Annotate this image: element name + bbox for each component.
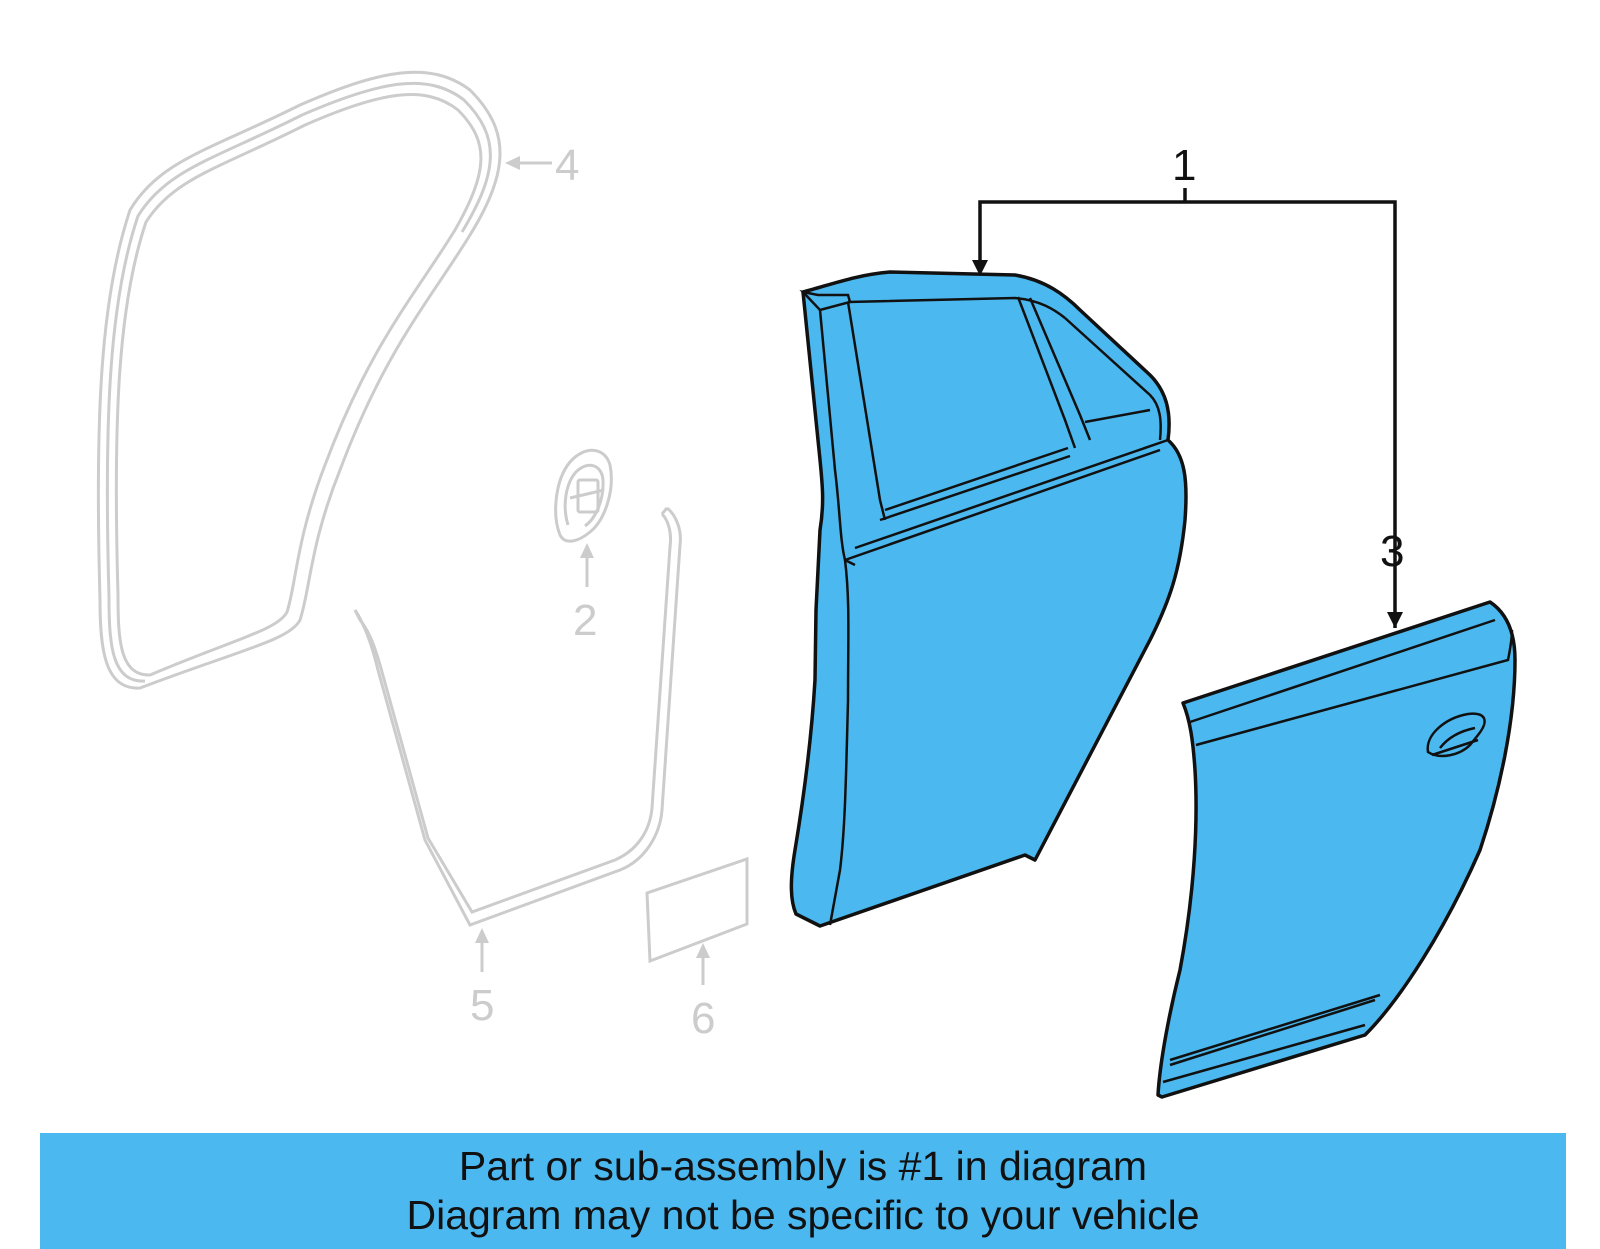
door-seal-part-5 — [353, 506, 682, 927]
lock-striker-part-2 — [554, 448, 613, 543]
banner-line-2: Diagram may not be specific to your vehi… — [406, 1192, 1200, 1238]
callout-1: 1 — [1172, 141, 1196, 190]
banner-line-1: Part or sub-assembly is #1 in diagram — [458, 1143, 1148, 1189]
info-banner: Part or sub-assembly is #1 in diagram Di… — [40, 1133, 1566, 1249]
arrowheads-ghost — [475, 156, 710, 958]
callout-leaders-1-3 — [978, 188, 1397, 628]
callout-leaders-ghost — [480, 161, 705, 985]
door-assembly-part-1 — [789, 270, 1188, 928]
outer-panel-part-3 — [1156, 600, 1517, 1099]
callout-2: 2 — [573, 596, 597, 645]
callout-3: 3 — [1380, 527, 1404, 576]
callout-4: 4 — [555, 141, 579, 190]
arrowheads — [972, 260, 1403, 628]
door-handle — [1426, 712, 1486, 758]
label-part-6 — [645, 856, 749, 964]
callout-6: 6 — [691, 994, 715, 1043]
weatherstrip-part-4 — [96, 70, 502, 690]
callout-5: 5 — [470, 981, 494, 1030]
